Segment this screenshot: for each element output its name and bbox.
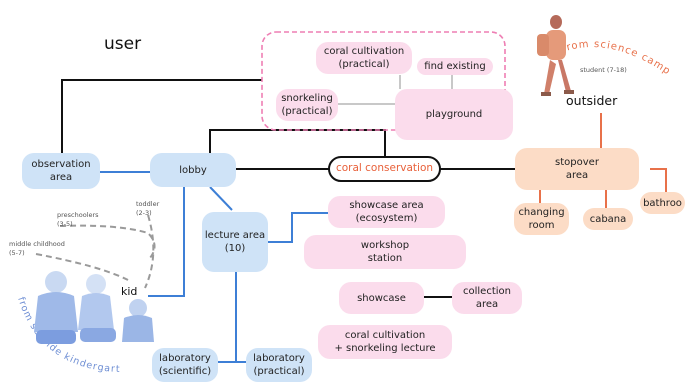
workshop-station-node[interactable]: workshop station [304, 235, 466, 269]
user-label: user [104, 34, 142, 54]
middle-childhood-curve [35, 253, 129, 281]
student-figure-illustration [537, 15, 574, 96]
showcase-area-node[interactable]: showcase area (ecosystem) [328, 196, 445, 228]
lobby-to-core-line [209, 129, 386, 156]
find-existing-node[interactable]: find existing [417, 58, 493, 75]
student-range-label: student (7-18) [580, 66, 627, 74]
preschoolers-curve [59, 224, 156, 259]
middle-childhood-label: middle childhood (5-7) [9, 240, 65, 257]
outsider-label: outsider [566, 93, 618, 108]
lecture-area-node[interactable]: lecture area (10) [202, 212, 268, 272]
coral-cultivation-practical-node[interactable]: coral cultivation (practical) [316, 42, 412, 74]
playground-node[interactable]: playground [395, 89, 513, 140]
observation-area-node[interactable]: observation area [22, 153, 100, 189]
lobby-to-kid-line [148, 187, 185, 297]
user-to-observation-line [61, 79, 262, 156]
bathroom-node[interactable]: bathroo [640, 192, 685, 214]
coral-cultivation-lecture-node[interactable]: coral cultivation + snorkeling lecture [318, 325, 452, 359]
changing-room-node[interactable]: changing room [514, 203, 569, 235]
collection-area-node[interactable]: collection area [452, 282, 522, 314]
toddler-label: toddler (2-3) [136, 200, 160, 217]
laboratory-scientific-node[interactable]: laboratory (scientific) [152, 348, 218, 382]
lecture-to-showcase-line [268, 212, 328, 243]
playground-group-border [261, 31, 506, 131]
snorkeling-practical-node[interactable]: snorkeling (practical) [276, 89, 338, 121]
stopover-to-bathroom-line [650, 168, 667, 192]
kids-figure-illustration [34, 271, 154, 344]
stopover-area-node[interactable]: stopover area [515, 148, 639, 190]
showcase-node[interactable]: showcase [339, 282, 424, 314]
preschoolers-label: preschoolers (3-5) [57, 211, 99, 228]
cabana-node[interactable]: cabana [583, 208, 633, 230]
lobby-node[interactable]: lobby [150, 153, 236, 187]
laboratory-practical-node[interactable]: laboratory (practical) [246, 348, 312, 382]
kid-label: kid [121, 285, 138, 298]
lobby-to-lecture-line [209, 186, 233, 211]
coral-conservation-node[interactable]: coral conservation [328, 156, 441, 182]
